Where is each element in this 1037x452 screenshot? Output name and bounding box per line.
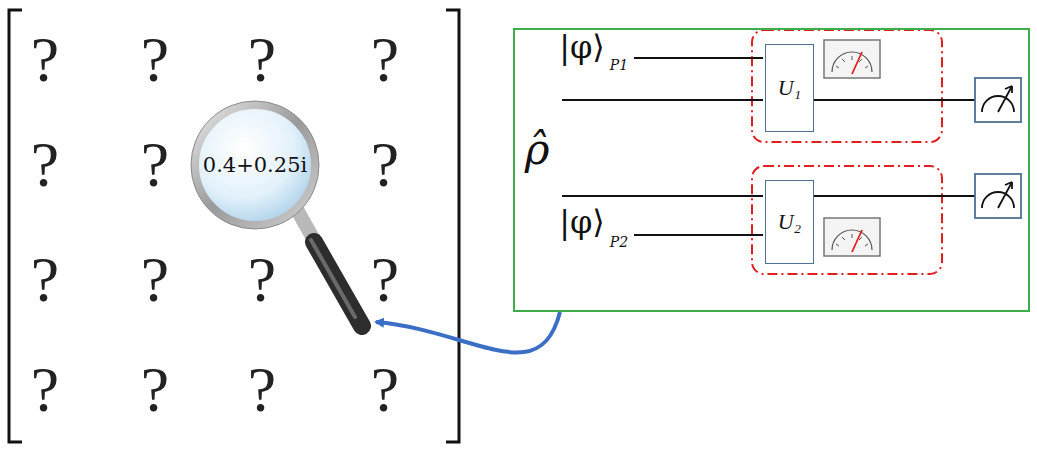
matrix-cell: ? (31, 28, 59, 92)
circuit-box: |φ⟩ P1 ρ̂ |φ⟩ P2 U₁ U₂ (513, 28, 1030, 312)
node-text: P1 (610, 58, 628, 72)
matrix-cell: ? (371, 133, 399, 197)
unitary-box: U₂ (765, 180, 814, 264)
matrix-bracket (446, 10, 459, 442)
magnifier: 0.4+0.25i (190, 100, 376, 338)
matrix-cell: ? (141, 133, 169, 197)
gate-label: U₂ (778, 209, 802, 235)
dashdot-box (752, 30, 942, 142)
matrix-cell: ? (248, 358, 276, 422)
gate-label: U₁ (778, 75, 802, 101)
matrix-cell: ? (141, 358, 169, 422)
matrix-cell: ? (141, 248, 169, 312)
dashdot-box (752, 166, 942, 274)
matrix-cell: ? (141, 28, 169, 92)
magnifier-icon (190, 100, 376, 338)
matrix-cell: ? (31, 133, 59, 197)
matrix-cell: ? (371, 248, 399, 312)
matrix-cell: ? (371, 358, 399, 422)
curved-arrow (376, 312, 560, 352)
matrix-cell: ? (31, 358, 59, 422)
matrix-cell: ? (248, 248, 276, 312)
node-text: ρ̂ (525, 129, 550, 171)
unitary-box: U₁ (765, 44, 814, 132)
measurement-icon (975, 78, 1021, 122)
node-text: P2 (610, 235, 628, 249)
node-text: 0.4+0.25i (203, 155, 307, 176)
matrix-bracket (9, 10, 22, 442)
meter-icon (824, 40, 880, 78)
matrix-cell: ? (248, 28, 276, 92)
meter-icon (824, 218, 880, 256)
measurement-icon (975, 174, 1021, 218)
node-text: |φ⟩ (559, 206, 605, 238)
matrix-cell: ? (31, 248, 59, 312)
matrix-cell: ? (371, 28, 399, 92)
node-text: |φ⟩ (559, 31, 605, 63)
